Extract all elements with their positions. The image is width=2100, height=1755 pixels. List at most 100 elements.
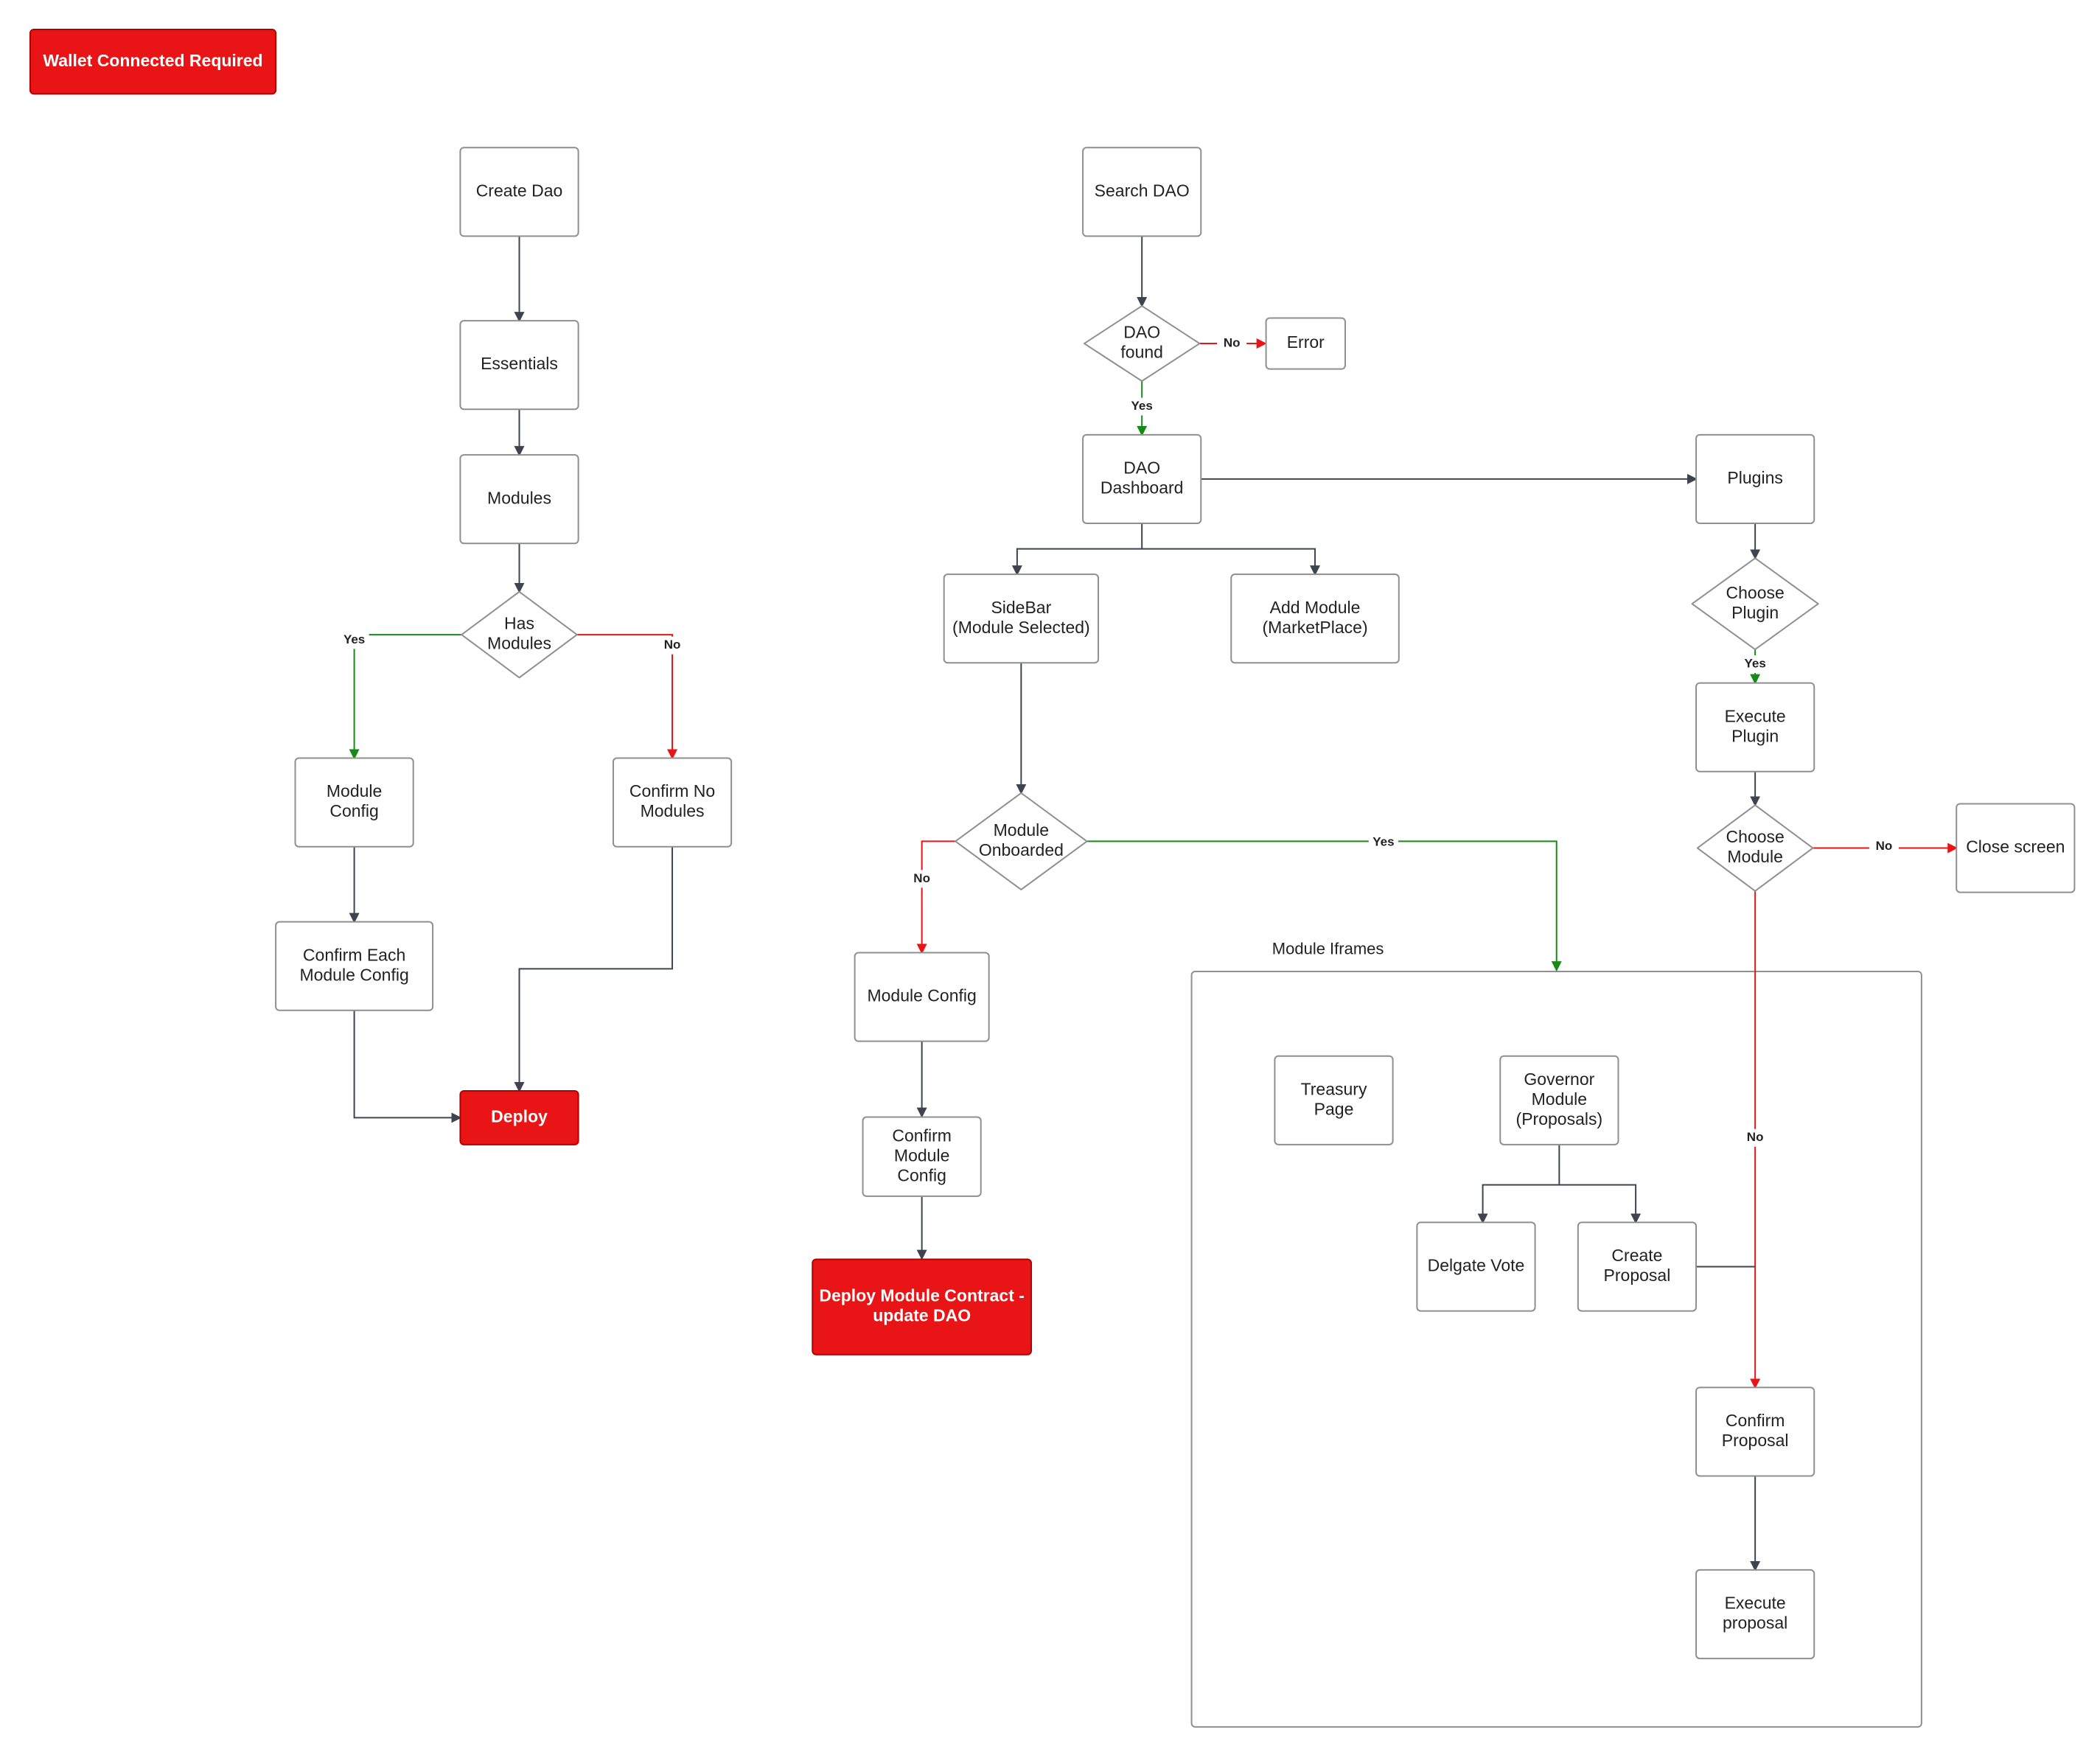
process-box: [1082, 433, 1202, 524]
edge-label-bg: [1127, 397, 1157, 416]
process-box: [1416, 1221, 1536, 1312]
edge-confirm_no_modules-to-deploy: [514, 846, 674, 1093]
node-label: Has: [504, 614, 534, 633]
node-label: SideBar: [991, 598, 1051, 617]
node-delegate-vote: Delgate Vote: [1416, 1221, 1536, 1312]
node-label: Module Config: [299, 965, 408, 984]
node-sidebar: SideBar(Module Selected): [943, 573, 1100, 664]
process-box: [1265, 317, 1346, 370]
edge-label-bg: [907, 870, 937, 888]
node-essentials: Essentials: [459, 320, 579, 411]
process-box: [1956, 803, 2076, 893]
node-add-module: Add Module(MarketPlace): [1230, 573, 1400, 664]
node-label: Onboarded: [979, 840, 1064, 859]
edge-label-yes: Yes: [1131, 399, 1153, 413]
node-label: Deploy: [491, 1107, 548, 1126]
node-label: Module: [1727, 847, 1782, 866]
edge-label-bg: [657, 636, 688, 655]
node-label: Confirm: [1726, 1411, 1785, 1430]
node-label: Execute: [1725, 706, 1786, 725]
edge-label-no: No: [1876, 839, 1893, 853]
node-wallet: Wallet Connected Required: [29, 29, 277, 95]
process-box: [275, 921, 434, 1011]
node-label: Config: [897, 1165, 946, 1184]
node-label: Module: [894, 1145, 949, 1165]
node-label: Governor: [1524, 1070, 1594, 1089]
node-label: Create: [1611, 1246, 1662, 1265]
decision-diamond: [461, 590, 578, 679]
node-label: found: [1120, 343, 1163, 362]
process-box: [854, 952, 990, 1042]
decision-diamond: [1083, 305, 1201, 383]
node-label: Deploy Module Contract -: [819, 1286, 1025, 1305]
node-close-screen: Close screen: [1956, 803, 2076, 893]
decision-diamond: [955, 792, 1088, 890]
node-error: Error: [1265, 317, 1346, 370]
node-label: Choose: [1726, 827, 1785, 846]
node-label: Close screen: [1966, 837, 2065, 856]
process-box: [1082, 147, 1202, 237]
node-label: Error: [1287, 332, 1325, 352]
edge-module_onboarded-to-iframes: [1086, 840, 1562, 972]
node-label: (Proposals): [1516, 1109, 1603, 1128]
process-box: [1274, 1055, 1394, 1145]
highlight-box: [812, 1258, 1033, 1355]
node-label: Treasury: [1301, 1079, 1367, 1098]
node-label: DAO: [1123, 323, 1160, 342]
node-label: (Module Selected): [952, 618, 1090, 637]
node-label: Proposal: [1604, 1266, 1671, 1285]
process-box: [943, 573, 1100, 664]
node-label: Confirm Each: [303, 945, 405, 964]
node-label: Dashboard: [1100, 478, 1184, 497]
decision-diamond: [1696, 804, 1814, 892]
highlight-box: [29, 29, 277, 95]
node-label: Module: [327, 781, 382, 800]
node-label: Choose: [1726, 583, 1785, 602]
node-label: Config: [329, 801, 378, 820]
edge-label-yes: Yes: [343, 632, 365, 646]
node-label: Modules: [487, 634, 551, 653]
node-deploy: Deploy: [459, 1090, 579, 1145]
edge-module_onboarded-to-module_config_m: [916, 840, 956, 955]
process-box: [612, 757, 733, 848]
node-label: Plugin: [1731, 603, 1779, 622]
edge-dashboard-to-sidebar: [1011, 523, 1143, 576]
node-label: DAO: [1123, 458, 1160, 477]
node-deploy-module: Deploy Module Contract -update DAO: [812, 1258, 1033, 1355]
edge-label-bg: [339, 631, 369, 649]
node-label: Add Module: [1270, 598, 1361, 617]
node-label: Plugin: [1731, 726, 1779, 745]
node-label: Create Dao: [476, 181, 563, 200]
node-label: Delgate Vote: [1428, 1256, 1525, 1275]
process-box: [1577, 1221, 1698, 1312]
node-create: Create Dao: [459, 147, 579, 237]
node-plugins: Plugins: [1695, 433, 1815, 524]
node-label: Proposal: [1722, 1431, 1789, 1450]
process-box: [459, 454, 579, 545]
node-module-config-m: Module Config: [854, 952, 990, 1042]
edge-label-bg: [1869, 837, 1899, 856]
node-modules: Modules: [459, 454, 579, 545]
module-iframes-label: Module Iframes: [1272, 940, 1384, 958]
node-label: Search DAO: [1095, 181, 1190, 200]
highlight-box: [459, 1090, 579, 1145]
node-label: Module Config: [867, 986, 976, 1005]
process-box: [1695, 682, 1815, 772]
node-label: (MarketPlace): [1262, 618, 1367, 637]
node-label: update DAO: [873, 1306, 971, 1325]
edge-dashboard-to-add_module: [1142, 548, 1321, 576]
edge-label-bg: [1740, 655, 1771, 674]
process-box: [1695, 1569, 1815, 1660]
